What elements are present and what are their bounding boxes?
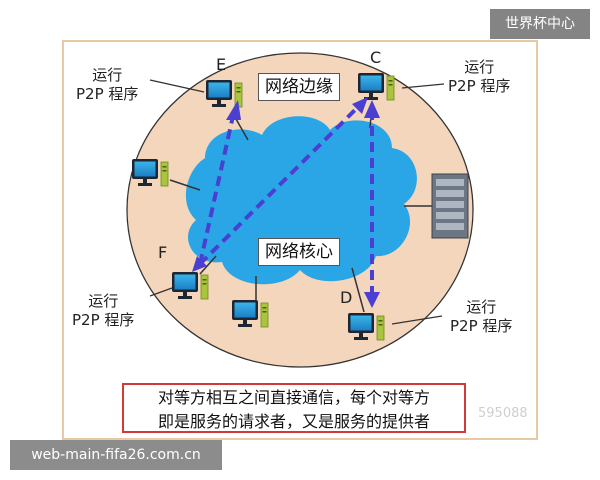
watermark-text: 595088 bbox=[478, 406, 528, 421]
node-label-e: E bbox=[216, 55, 227, 74]
caption-line2: 即是服务的请求者，又是服务的提供者 bbox=[157, 412, 430, 431]
node-label-c: C bbox=[370, 48, 382, 67]
server-rack-icon bbox=[404, 173, 469, 239]
network-edge-label: 网络边缘 bbox=[258, 73, 340, 101]
p2p-connection-arrows bbox=[198, 106, 374, 300]
p2p-annotation-bottom-left: 运行 P2P 程序 bbox=[72, 292, 134, 330]
annotation-line1: 运行 bbox=[464, 58, 495, 76]
annotation-line2: P2P 程序 bbox=[76, 85, 139, 103]
annotation-line2: P2P 程序 bbox=[448, 77, 511, 95]
brand-badge[interactable]: 世界杯中心 bbox=[490, 9, 590, 39]
caption-box: 对等方相互之间直接通信，每个对等方 即是服务的请求者，又是服务的提供者 bbox=[122, 383, 466, 433]
annotation-line1: 运行 bbox=[466, 298, 497, 316]
p2p-annotation-bottom-right: 运行 P2P 程序 bbox=[450, 298, 512, 336]
node-label-f: F bbox=[158, 243, 168, 262]
annotation-line2: P2P 程序 bbox=[450, 317, 513, 335]
node-label-d: D bbox=[340, 288, 353, 307]
network-core-cloud bbox=[185, 116, 417, 285]
annotation-line1: 运行 bbox=[88, 292, 119, 310]
p2p-annotation-top-right: 运行 P2P 程序 bbox=[448, 58, 510, 96]
annotation-pointers bbox=[149, 79, 445, 325]
site-url-banner[interactable]: web-main-fifa26.com.cn bbox=[10, 440, 222, 470]
p2p-annotation-top-left: 运行 P2P 程序 bbox=[76, 66, 138, 104]
annotation-line2: P2P 程序 bbox=[72, 311, 135, 329]
annotation-line1: 运行 bbox=[92, 66, 123, 84]
arrow-heads bbox=[192, 97, 380, 308]
network-core-label: 网络核心 bbox=[258, 238, 340, 266]
caption-line1: 对等方相互之间直接通信，每个对等方 bbox=[157, 388, 430, 407]
